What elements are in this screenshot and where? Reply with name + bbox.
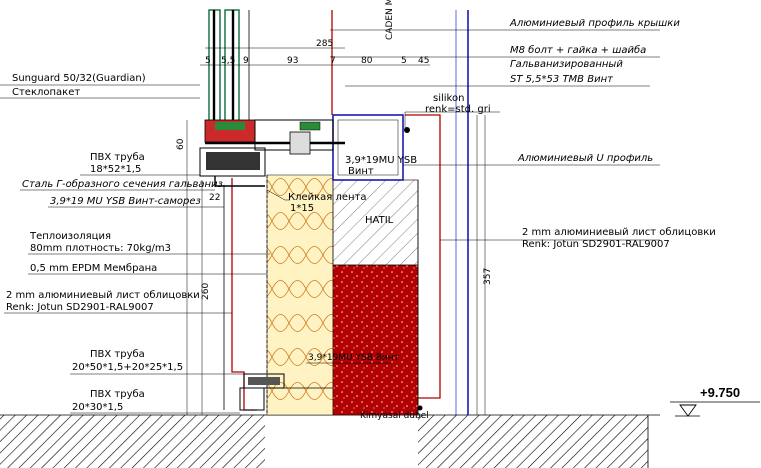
label-chemical-anchor: Kimyasal dübel bbox=[360, 411, 429, 421]
cap-gasket bbox=[299, 121, 321, 131]
label-cap-profile: Алюминиевый профиль крышки bbox=[509, 18, 680, 29]
dim-45: 45 bbox=[418, 56, 429, 66]
leader-tape bbox=[266, 189, 290, 201]
label-silicone-colour: renk=std. gri bbox=[425, 104, 491, 115]
label-tape-size: 1*15 bbox=[290, 203, 314, 214]
pvc-tube-18x52 bbox=[199, 147, 266, 177]
label-cladding-left-colour: Renk: Jotun SD2901-RAL9007 bbox=[6, 302, 154, 313]
leader-silicone bbox=[404, 111, 500, 128]
label-self-tap-screw: 3,9*19 MU YSB Винт-саморез bbox=[50, 196, 201, 207]
label-cladding-right-colour: Renk: Jotun SD2901-RAL9007 bbox=[522, 239, 670, 250]
cladding-inner-panel bbox=[405, 114, 441, 399]
bolt-nut bbox=[289, 131, 311, 155]
elevation-label: +9.750 bbox=[700, 385, 740, 400]
dim-285: 285 bbox=[316, 39, 333, 49]
dim-7: 7 bbox=[330, 56, 336, 66]
u-profile-inner bbox=[337, 119, 399, 176]
dim-60: 60 bbox=[176, 138, 186, 150]
label-pvc2-title: ПВХ труба bbox=[90, 349, 145, 360]
label-st-screw: ST 5,5*53 TMB Винт bbox=[510, 74, 614, 85]
dim-5b: 5 bbox=[401, 56, 407, 66]
label-pvc3-size: 20*30*1,5 bbox=[72, 402, 123, 413]
label-insulation: Теплоизоляция bbox=[29, 231, 111, 242]
pvc-tube-20x50-core bbox=[248, 377, 280, 385]
chemical-anchor bbox=[417, 405, 423, 411]
label-pvc2-size: 20*50*1,5+20*25*1,5 bbox=[72, 362, 183, 373]
label-silicone: silikon bbox=[433, 93, 464, 104]
dim-80: 80 bbox=[361, 56, 373, 66]
dim-22: 22 bbox=[209, 193, 220, 203]
label-screw-1: 3,9*19MU YSB bbox=[345, 155, 417, 166]
dim-5a: 5 bbox=[205, 56, 211, 66]
label-l-steel: Сталь Г-образного сечения гальваниз bbox=[22, 178, 223, 190]
dim-260: 260 bbox=[201, 283, 211, 300]
label-u-profile: Алюминиевый U профиль bbox=[517, 153, 653, 164]
label-tape: Клейкая лента bbox=[288, 192, 367, 203]
pvc-tube-core bbox=[206, 152, 260, 170]
masonry-wall bbox=[332, 264, 419, 416]
label-pvc1-title: ПВХ труба bbox=[90, 152, 145, 163]
label-cladding-left: 2 mm алюминиевый лист облицовки bbox=[6, 290, 200, 301]
label-pvc1-size: 18*52*1,5 bbox=[90, 164, 141, 175]
dim-5-5: 5,5 bbox=[221, 56, 235, 66]
label-bottom-screw: 3,9*19MU YSB Винт bbox=[308, 353, 399, 363]
label-insulation-density: 80mm плотность: 70kg/m3 bbox=[30, 243, 171, 254]
label-steklopaket: Стеклопакет bbox=[12, 87, 80, 98]
dim-357: 357 bbox=[483, 268, 493, 285]
pvc-tube-20x30 bbox=[239, 387, 265, 411]
label-pvc3-title: ПВХ труба bbox=[90, 389, 145, 400]
label-m8-bolt: M8 болт + гайка + шайба bbox=[510, 44, 646, 56]
label-galvanized: Гальванизированный bbox=[510, 59, 623, 70]
galvanized-l-steel bbox=[214, 176, 265, 187]
vertical-note: CADEN ME bbox=[385, 0, 395, 40]
ground-hatch-left bbox=[0, 415, 265, 468]
glazing-gasket-green bbox=[215, 122, 245, 130]
elevation-marker-icon bbox=[679, 404, 697, 417]
label-cladding-right: 2 mm алюминиевый лист облицовки bbox=[522, 227, 716, 238]
silicone-bead bbox=[404, 127, 410, 133]
hatil-label: HATIL bbox=[365, 215, 394, 226]
dim-93: 93 bbox=[287, 56, 298, 66]
label-sunguard: Sunguard 50/32(Guardian) bbox=[12, 73, 146, 84]
ground-hatch-right bbox=[418, 415, 648, 468]
dim-9: 9 bbox=[243, 56, 249, 66]
label-screw-2: Винт bbox=[348, 166, 374, 177]
label-epdm: 0,5 mm EPDM Мембрана bbox=[30, 263, 157, 274]
